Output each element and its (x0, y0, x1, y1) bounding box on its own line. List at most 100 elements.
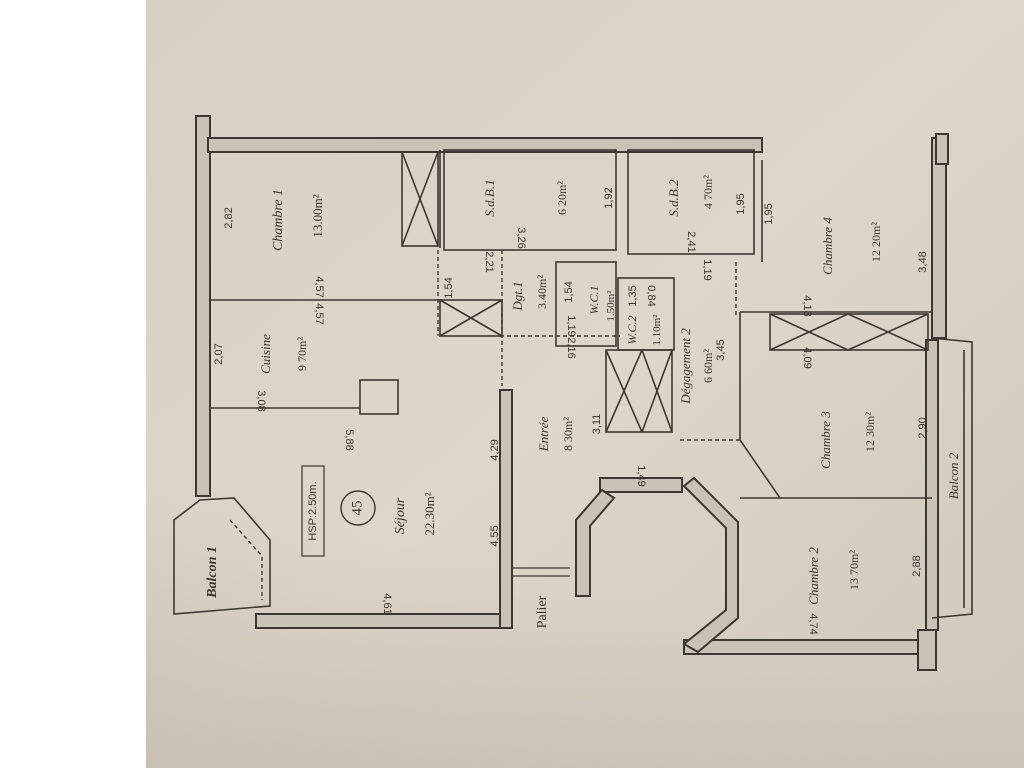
room-wc2: W.C.2 1.10m² (625, 314, 663, 346)
dim-label: 4,55 (489, 525, 501, 546)
chambre2-angled-wall (682, 476, 739, 654)
dim-label: 1,19 (701, 259, 713, 280)
room-name-dgt1: Dgt.1 (510, 281, 525, 311)
room-degagement2: Dégagement 2 6 60m² (678, 328, 715, 405)
room-area-dgt1: 3.40m² (535, 275, 549, 309)
room-area-chambre3: 12 30m² (863, 412, 877, 452)
wall-sdb1-box (443, 149, 617, 251)
outer-wall-bottom-left (255, 613, 507, 629)
white-margin (0, 0, 146, 768)
dim-label: 4,09 (801, 347, 813, 368)
dim-label: 3,11 (591, 414, 603, 435)
room-name-cuisine: Cuisine (258, 334, 273, 374)
closet-entree (605, 349, 673, 433)
room-name-sdb1: S.d.B.1 (482, 179, 497, 216)
dim-label: 2,07 (213, 343, 225, 364)
room-area-sdb2: 4 70m² (701, 175, 715, 209)
dim-label: 4,57 (313, 303, 325, 324)
room-area-wc2: 1.10m² (651, 314, 663, 346)
room-chambre4: Chambre 4 12 20m² (820, 217, 883, 275)
wall-sdb2-box (627, 149, 755, 255)
dim-label: 3,45 (715, 339, 727, 360)
apartment-number: 45 (349, 501, 365, 516)
room-entree: Entrée 8 30m² (536, 416, 575, 452)
floor-plan (173, 115, 973, 671)
room-dgt1: Dgt.1 3.40m² (510, 275, 549, 312)
room-name-chambre1: Chambre 1 (271, 189, 286, 251)
dim-label: 3,26 (515, 227, 527, 248)
room-area-degagement2: 6 60m² (701, 349, 715, 383)
dim-label: 4,61 (381, 593, 393, 614)
room-area-entree: 8 30m² (561, 417, 575, 451)
dim-label: 1,49 (635, 465, 647, 486)
room-sejour: Séjour 22.30m² (393, 492, 437, 535)
room-area-cuisine: 9 70m² (295, 337, 309, 371)
dim-label: 1,95 (763, 203, 775, 224)
room-area-chambre4: 12 20m² (869, 222, 883, 262)
apartment-number-circle (340, 490, 376, 526)
closets-chambre3 (769, 313, 929, 351)
outer-wall-right (925, 339, 939, 631)
dim-label: 1,19 (565, 315, 577, 336)
room-name-chambre4: Chambre 4 (820, 217, 835, 275)
dim-label: 1,54 (443, 277, 455, 298)
dim-label: 2,16 (565, 337, 577, 358)
dim-label: 1,95 (735, 193, 747, 214)
room-area-chambre2: 13 70m² (847, 550, 861, 590)
room-name-chambre3: Chambre 3 (818, 411, 833, 469)
room-area-sdb1: 6 20m² (555, 181, 569, 215)
room-area-chambre1: 13.00m² (310, 194, 325, 237)
dim-label: 4,57 (313, 276, 325, 297)
dim-label: 0,84 (645, 285, 657, 306)
room-name-palier: Palier (535, 595, 550, 628)
dim-label: 2,41 (685, 231, 697, 252)
wall-chambre2-diagonal (739, 439, 781, 499)
dimension-labels: 2,82 4,57 4,57 2,07 3,08 5,88 4,29 4,55 … (213, 187, 929, 634)
wall-wc1-box (555, 261, 617, 347)
ceiling-height: HSP:2.50m. (307, 481, 319, 540)
room-area-sejour: 22.30m² (422, 492, 437, 535)
dim-label: 1,92 (603, 187, 615, 208)
stub-top-right (935, 133, 949, 165)
outer-wall-bottom-right (683, 639, 931, 655)
kitchen-alcove (359, 379, 399, 415)
ceiling-height-box (301, 465, 325, 557)
entry-column (599, 477, 683, 493)
room-name-chambre2: Chambre 2 (806, 547, 821, 605)
dim-label: 4,18 (801, 295, 813, 316)
outer-wall-top-left (195, 115, 211, 497)
room-name-degagement2: Dégagement 2 (678, 328, 693, 405)
room-name-balcon2: Balcon 2 (946, 452, 961, 499)
room-sdb1: S.d.B.1 6 20m² (482, 179, 569, 216)
room-name-wc2: W.C.2 (625, 316, 639, 345)
room-wc1: W.C.1 1.50m² (587, 286, 617, 322)
dim-label: 2,88 (911, 555, 923, 576)
dim-label: 5,88 (343, 429, 355, 450)
room-chambre1: Chambre 1 13.00m² (271, 189, 325, 251)
room-area-wc1: 1.50m² (605, 290, 617, 322)
room-name-sejour: Séjour (393, 497, 408, 534)
balcon2-outline (931, 337, 973, 619)
entry-angled-wall (575, 488, 616, 597)
room-name-wc1: W.C.1 (587, 286, 601, 315)
dim-label: 2,90 (917, 417, 929, 438)
balcon1-outline (173, 497, 271, 615)
closet-chambre1 (401, 151, 439, 247)
balcon1-inner (229, 519, 263, 600)
room-name-balcon1: Balcon 1 (205, 546, 220, 599)
room-chambre3: Chambre 3 12 30m² (818, 411, 877, 469)
dim-label: 3,08 (255, 390, 267, 411)
room-name-entree: Entrée (536, 416, 551, 452)
palier-opening (512, 567, 570, 577)
closet-dgt1 (439, 299, 503, 337)
room-cuisine: Cuisine 9 70m² (258, 334, 309, 374)
outer-wall-top (207, 137, 763, 153)
dim-label: 1,35 (627, 285, 639, 306)
dim-label: 2,21 (483, 251, 495, 272)
room-name-sdb2: S.d.B.2 (666, 179, 681, 217)
dim-label: 4,29 (489, 439, 501, 460)
dim-label: 2,82 (223, 207, 235, 228)
room-chambre2: Chambre 2 13 70m² (806, 547, 861, 605)
dim-label: 4,74 (807, 613, 819, 634)
